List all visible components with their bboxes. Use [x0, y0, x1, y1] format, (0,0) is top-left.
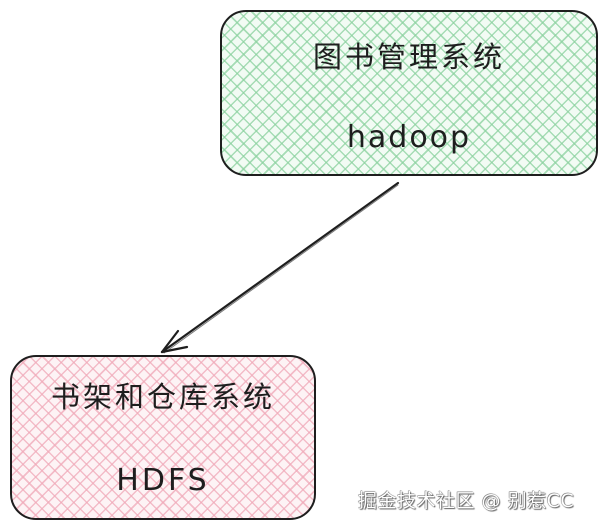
node-shelf-warehouse-system[interactable]: 书架和仓库系统 HDFS [10, 355, 316, 520]
node-subtitle: HDFS [116, 463, 210, 498]
node-title: 图书管理系统 [312, 40, 505, 74]
watermark: 掘金技术社区 @ 别惹CC [358, 490, 575, 512]
arrowhead-left [160, 329, 180, 354]
arrow-hadoop-to-hdfs [160, 181, 400, 354]
arrowhead-right [160, 345, 189, 354]
node-library-system[interactable]: 图书管理系统 hadoop [220, 10, 598, 176]
node-title: 书架和仓库系统 [50, 380, 275, 414]
node-subtitle: hadoop [346, 120, 472, 155]
arrow-shaft [160, 181, 400, 354]
